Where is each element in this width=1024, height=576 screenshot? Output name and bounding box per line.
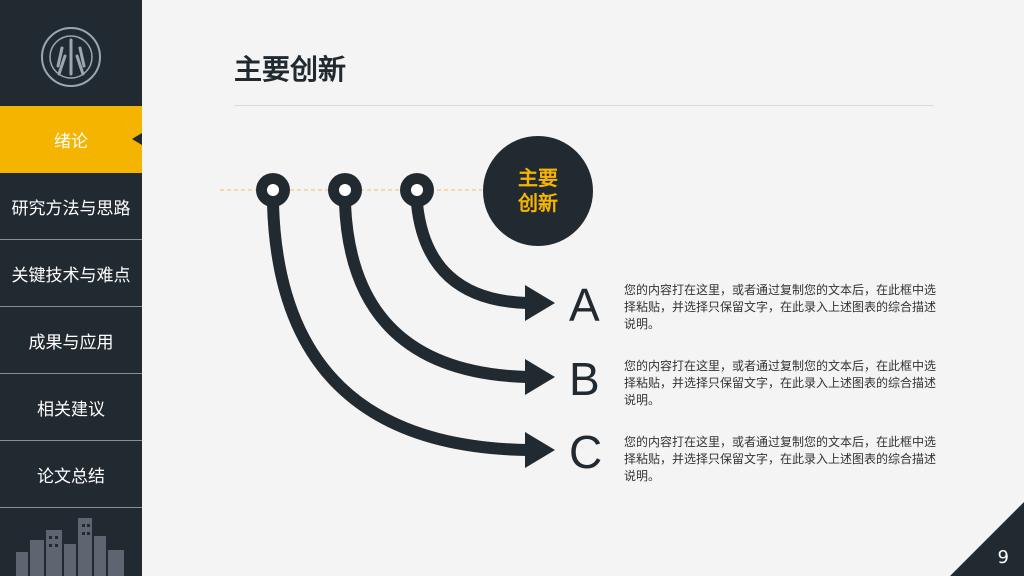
arrowhead-a: [525, 285, 555, 321]
sidebar-item-label: 论文总结: [37, 466, 105, 487]
sidebar-item-key-tech[interactable]: 关键技术与难点: [0, 240, 142, 307]
university-seal-icon: [41, 27, 101, 87]
title-divider: [234, 105, 934, 106]
sidebar-item-methods[interactable]: 研究方法与思路: [0, 173, 142, 240]
center-label-text: 主要 创新: [508, 166, 568, 216]
center-label-line-2: 创新: [518, 191, 558, 215]
item-letter-b: B: [569, 353, 600, 405]
sidebar-item-label: 成果与应用: [28, 332, 114, 353]
sidebar-item-label: 关键技术与难点: [11, 265, 131, 286]
item-description-c: 您的内容打在这里，或者通过复制您的文本后，在此框中选择粘贴，并选择只保留文字，在…: [624, 435, 937, 483]
item-letter-a: A: [569, 279, 600, 331]
curve-arrow-c: [267, 203, 528, 456]
center-circle-label: 主要 创新: [483, 136, 593, 246]
page-number: 9: [997, 547, 1009, 568]
curve-arrow-a: [411, 203, 528, 309]
main-content: 主要创新 主要 创新 A B C 您的内容打在这里，或者通过复制: [142, 0, 1024, 576]
sidebar-item-results[interactable]: 成果与应用: [0, 307, 142, 374]
item-description-a: 您的内容打在这里，或者通过复制您的文本后，在此框中选择粘贴，并选择只保留文字，在…: [624, 283, 937, 331]
corner-triangle: [950, 502, 1024, 576]
item-description-b: 您的内容打在这里，或者通过复制您的文本后，在此框中选择粘贴，并选择只保留文字，在…: [624, 359, 937, 407]
arrowhead-b: [525, 359, 555, 395]
curve-arrow-b: [339, 203, 528, 383]
sidebar-item-label: 相关建议: [37, 399, 105, 420]
sidebar: 绪论 研究方法与思路 关键技术与难点 成果与应用 相关建议 论文总结: [0, 0, 142, 576]
center-label-line-1: 主要: [518, 166, 558, 190]
sidebar-item-label: 绪论: [54, 132, 88, 152]
page-title: 主要创新: [234, 53, 347, 86]
sidebar-item-label: 研究方法与思路: [11, 198, 131, 219]
sidebar-item-summary[interactable]: 论文总结: [0, 441, 142, 508]
innovation-diagram: [220, 173, 555, 468]
arrowhead-c: [525, 432, 555, 468]
item-letter-c: C: [569, 426, 603, 478]
city-skyline-icon: [16, 518, 124, 576]
sidebar-item-suggestions[interactable]: 相关建议: [0, 374, 142, 441]
sidebar-nav: 绪论 研究方法与思路 关键技术与难点 成果与应用 相关建议 论文总结: [0, 106, 142, 508]
sidebar-item-intro[interactable]: 绪论: [0, 106, 142, 173]
